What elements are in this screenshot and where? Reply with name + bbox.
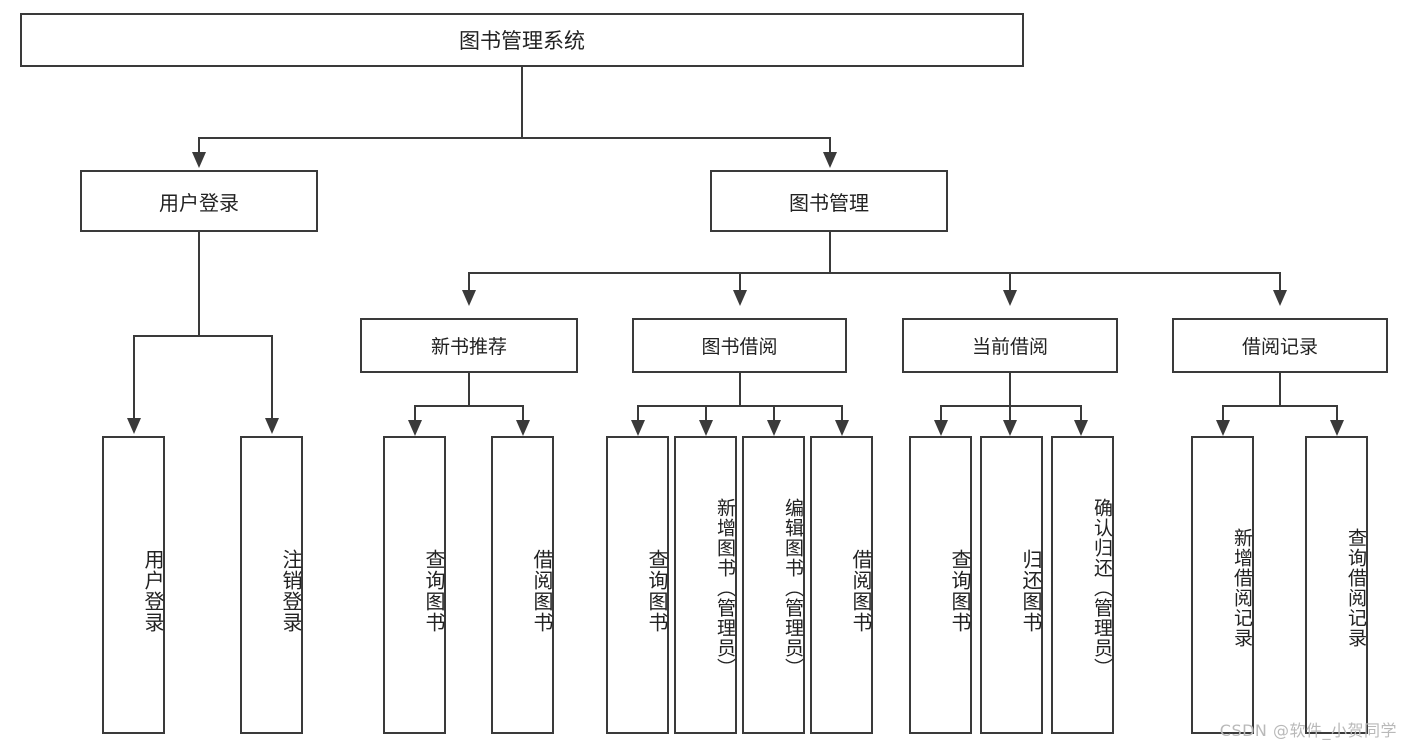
arrow-new-book-to-leaf-2	[516, 420, 530, 436]
connector-root-stem	[521, 67, 523, 138]
leaf-user-login-login[interactable]: 用户登录	[102, 436, 165, 734]
node-book-borrow[interactable]: 图书借阅	[632, 318, 847, 373]
arrow-current-borrow-to-leaf-3	[1074, 420, 1088, 436]
arrow-root-to-book-management	[823, 152, 837, 168]
arrow-user-login-to-leaf-2	[265, 418, 279, 434]
arrow-book-borrow-to-leaf-3	[767, 420, 781, 436]
node-user-login[interactable]: 用户登录	[80, 170, 318, 232]
arrow-book-borrow-to-leaf-4	[835, 420, 849, 436]
node-label: 用户登录	[159, 190, 239, 215]
arrow-bm-to-new-book-recommend	[462, 290, 476, 306]
arrow-book-borrow-to-leaf-1	[631, 420, 645, 436]
connector-user-login-stem	[198, 232, 200, 336]
leaf-book-borrow-add-book-admin[interactable]: 新增图书（管理员）	[674, 436, 737, 734]
node-label: 借阅图书	[849, 549, 873, 633]
connector-user-login-left	[133, 335, 135, 420]
arrow-bm-to-current-borrow	[1003, 290, 1017, 306]
node-new-book-recommend[interactable]: 新书推荐	[360, 318, 578, 373]
connector-root-to-book-management	[829, 137, 831, 155]
node-label: 归还图书	[1019, 549, 1043, 633]
connector-book-management-stem	[829, 232, 831, 274]
leaf-borrow-record-query-record[interactable]: 查询借阅记录	[1305, 436, 1368, 734]
node-label: 编辑图书（管理员）	[782, 498, 804, 678]
connector-current-borrow-bus	[940, 405, 1082, 407]
arrow-current-borrow-to-leaf-2	[1003, 420, 1017, 436]
connector-root-to-user-login	[198, 137, 200, 155]
leaf-new-book-borrow-book[interactable]: 借阅图书	[491, 436, 554, 734]
connector-bm-to-new-book	[468, 272, 470, 292]
leaf-new-book-query-book[interactable]: 查询图书	[383, 436, 446, 734]
connector-book-borrow-leaf-2	[705, 405, 707, 423]
node-label: 图书借阅	[701, 336, 778, 358]
node-root-book-management-system[interactable]: 图书管理系统	[20, 13, 1024, 67]
node-borrow-record[interactable]: 借阅记录	[1172, 318, 1388, 373]
arrow-borrow-record-to-leaf-2	[1330, 420, 1344, 436]
connector-current-borrow-leaf-3	[1080, 405, 1082, 423]
node-current-borrow[interactable]: 当前借阅	[902, 318, 1118, 373]
node-label: 用户登录	[141, 549, 165, 633]
node-label: 当前借阅	[971, 336, 1048, 358]
leaf-current-borrow-return-book[interactable]: 归还图书	[980, 436, 1043, 734]
arrow-bm-to-borrow-record	[1273, 290, 1287, 306]
leaf-book-borrow-query-book[interactable]: 查询图书	[606, 436, 669, 734]
arrow-borrow-record-to-leaf-1	[1216, 420, 1230, 436]
node-label: 查询图书	[645, 549, 669, 633]
connector-borrow-record-bus	[1222, 405, 1338, 407]
connector-book-borrow-leaf-1	[637, 405, 639, 423]
connector-book-management-bus	[468, 272, 1280, 274]
node-label: 查询图书	[422, 549, 446, 633]
node-label: 新增借阅记录	[1231, 528, 1253, 648]
node-label: 图书管理	[789, 190, 869, 215]
leaf-book-borrow-edit-book-admin[interactable]: 编辑图书（管理员）	[742, 436, 805, 734]
connector-new-book-leaf-1	[414, 405, 416, 423]
node-label: 新书推荐	[430, 336, 507, 358]
connector-bm-to-book-borrow	[739, 272, 741, 292]
connector-current-borrow-leaf-1	[940, 405, 942, 423]
node-label: 借阅记录	[1241, 336, 1318, 358]
node-book-management[interactable]: 图书管理	[710, 170, 948, 232]
connector-book-borrow-bus	[637, 405, 843, 407]
connector-new-book-bus	[414, 405, 524, 407]
node-label: 新增图书（管理员）	[714, 498, 736, 678]
connector-borrow-record-leaf-1	[1222, 405, 1224, 423]
connector-book-borrow-leaf-3	[773, 405, 775, 423]
arrow-book-borrow-to-leaf-2	[699, 420, 713, 436]
connector-current-borrow-leaf-2	[1009, 405, 1011, 423]
connector-new-book-leaf-2	[522, 405, 524, 423]
connector-current-borrow-stem	[1009, 373, 1011, 407]
node-label: 借阅图书	[530, 549, 554, 633]
connector-bm-to-borrow-record	[1279, 272, 1281, 292]
node-label: 确认归还（管理员）	[1091, 498, 1113, 678]
leaf-borrow-record-add-record[interactable]: 新增借阅记录	[1191, 436, 1254, 734]
connector-book-borrow-leaf-4	[841, 405, 843, 423]
connector-user-login-bus	[133, 335, 273, 337]
connector-book-borrow-stem	[739, 373, 741, 407]
leaf-current-borrow-query-book[interactable]: 查询图书	[909, 436, 972, 734]
connector-borrow-record-leaf-2	[1336, 405, 1338, 423]
connector-bm-to-current-borrow	[1009, 272, 1011, 292]
arrow-new-book-to-leaf-1	[408, 420, 422, 436]
connector-borrow-record-stem	[1279, 373, 1281, 407]
csdn-watermark: CSDN @软件_小贺同学	[1219, 721, 1397, 740]
node-label: 图书管理系统	[459, 29, 585, 53]
leaf-current-borrow-confirm-return-admin[interactable]: 确认归还（管理员）	[1051, 436, 1114, 734]
arrow-current-borrow-to-leaf-1	[934, 420, 948, 436]
connector-new-book-stem	[468, 373, 470, 407]
connector-root-bus	[198, 137, 831, 139]
arrow-bm-to-book-borrow	[733, 290, 747, 306]
node-label: 查询图书	[948, 549, 972, 633]
arrow-user-login-to-leaf-1	[127, 418, 141, 434]
leaf-book-borrow-borrow-book[interactable]: 借阅图书	[810, 436, 873, 734]
node-label: 查询借阅记录	[1345, 528, 1367, 648]
node-label: 注销登录	[279, 549, 303, 633]
arrow-root-to-user-login	[192, 152, 206, 168]
connector-user-login-right	[271, 335, 273, 420]
leaf-user-login-logout[interactable]: 注销登录	[240, 436, 303, 734]
